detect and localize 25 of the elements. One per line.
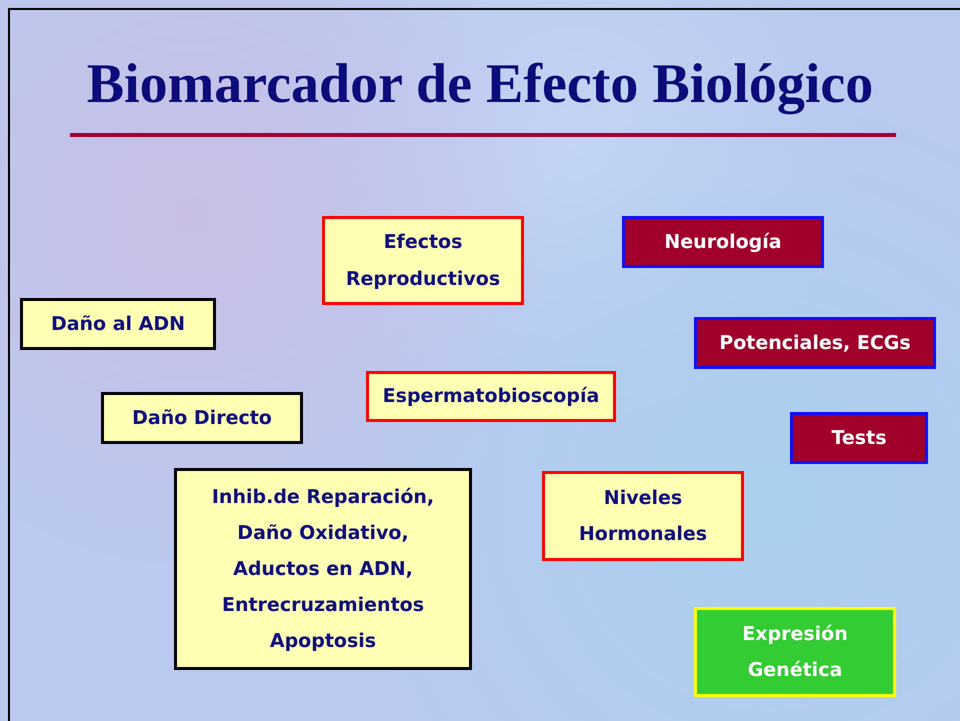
text-box [694, 317, 936, 369]
text-box [174, 468, 472, 670]
box-label: Daño Directo [132, 406, 272, 431]
box-label: Entrecruzamientos [222, 593, 424, 618]
box-label: Efectos Reproductivos [344, 230, 502, 292]
box-label: Apoptosis [270, 629, 376, 654]
box-label: Potenciales, ECGs [719, 330, 911, 356]
box-label: Daño Oxidativo, [237, 520, 409, 546]
text-box [101, 392, 303, 444]
text-box [322, 216, 524, 305]
box-label: Espermatobioscopía [382, 384, 600, 410]
box-label: Niveles Hormonales [578, 486, 708, 547]
box-label: Expresión Genética [741, 622, 849, 683]
box-label: Daño al ADN [50, 312, 186, 337]
text-box [790, 412, 928, 464]
title: Biomarcador de Efecto Biológico [86, 52, 874, 116]
text-box [366, 371, 616, 422]
box-label: Tests [831, 426, 887, 451]
box-label: Neurología [664, 230, 782, 255]
text-box [542, 471, 744, 561]
text-box [694, 607, 896, 697]
text-box [20, 298, 216, 350]
box-label: Inhib.de Reparación, [212, 484, 434, 510]
text-box [622, 216, 824, 268]
box-label: Aductos en ADN, [233, 556, 413, 582]
